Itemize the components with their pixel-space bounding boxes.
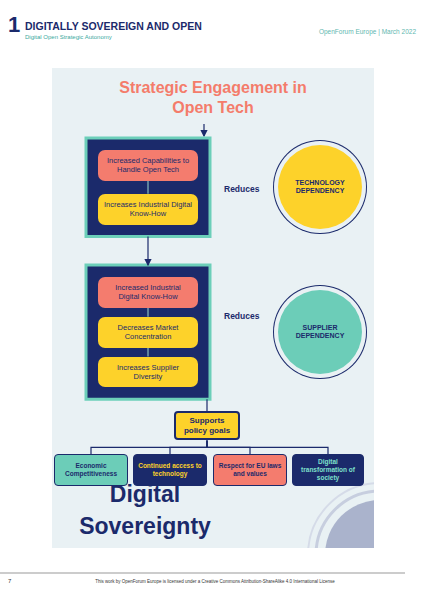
policy-box: Supports policy goals (174, 411, 240, 440)
diagram-title: Strategic Engagement in Open Tech (113, 78, 313, 118)
group-box: Increased Industrial Digital Know-HowDec… (86, 265, 210, 399)
license-note: This work by OpenForum Europe is license… (50, 579, 380, 584)
connector (206, 399, 207, 411)
connector (91, 440, 207, 454)
process-pill: Increased Industrial Digital Know-How (98, 277, 198, 308)
decor-circle (325, 500, 374, 548)
decor-ring (316, 491, 374, 548)
chapter-title: DIGITALLY SOVEREIGN AND OPEN (25, 20, 202, 33)
connector (170, 440, 207, 454)
process-pill: Increased Capabilities to Handle Open Te… (98, 150, 198, 181)
header-note: OpenForum Europe | March 2022 (270, 28, 416, 36)
node-text: Increases Industrial Digital Know-How (104, 200, 192, 219)
chapter-number: 1 (8, 14, 20, 36)
footer-rule (0, 573, 405, 574)
dependency-circle: TECHNOLOGY DEPENDENCY (278, 145, 362, 229)
node-text: Increases Supplier Diversity (104, 363, 192, 382)
node-text: Respect for EU laws and values (217, 462, 283, 478)
relation-label: Reduces (224, 184, 259, 194)
node-text: Increased Industrial Digital Know-How (104, 283, 192, 302)
connector (148, 348, 149, 357)
container-backgrounds (86, 138, 210, 399)
chapter-subtitle: Digital Open Strategic Autonomy (25, 34, 112, 41)
node-text: Decreases Market Concentration (104, 323, 192, 342)
relation-label: Reduces (224, 311, 259, 321)
page-number: 7 (8, 578, 11, 585)
group-box-fill (86, 265, 210, 399)
node-text: Digital transformation of society (296, 458, 360, 481)
node-text: Supports policy goals (179, 416, 235, 435)
connector (147, 237, 148, 266)
node-text: Economic Competitiveness (58, 462, 124, 478)
title-arrow (203, 124, 204, 136)
process-pill: Decreases Market Concentration (98, 317, 198, 348)
connector (148, 308, 149, 317)
big-heading: Digital Sovereignty (70, 478, 220, 542)
dependency-circle: SUPPLIER DEPENDENCY (278, 290, 362, 374)
decor-ring (308, 483, 374, 548)
goal-box: Economic Competitiveness (54, 454, 128, 485)
connector (207, 440, 328, 454)
goal-box: Continued access to technology (133, 454, 207, 485)
process-pill: Increases Industrial Digital Know-How (98, 194, 198, 225)
connector (148, 181, 149, 194)
node-text: Increased Capabilities to Handle Open Te… (104, 156, 192, 175)
node-text: SUPPLIER DEPENDENCY (288, 324, 352, 341)
node-text: Continued access to technology (137, 462, 203, 478)
group-box: Increased Capabilities to Handle Open Te… (86, 138, 210, 237)
goal-box: Respect for EU laws and values (213, 454, 287, 485)
panel (52, 68, 374, 548)
process-pill: Increases Supplier Diversity (98, 357, 198, 388)
group-box-fill (86, 138, 210, 237)
goal-box: Digital transformation of society (292, 454, 364, 485)
decor (308, 483, 374, 548)
node-text: TECHNOLOGY DEPENDENCY (288, 179, 352, 196)
